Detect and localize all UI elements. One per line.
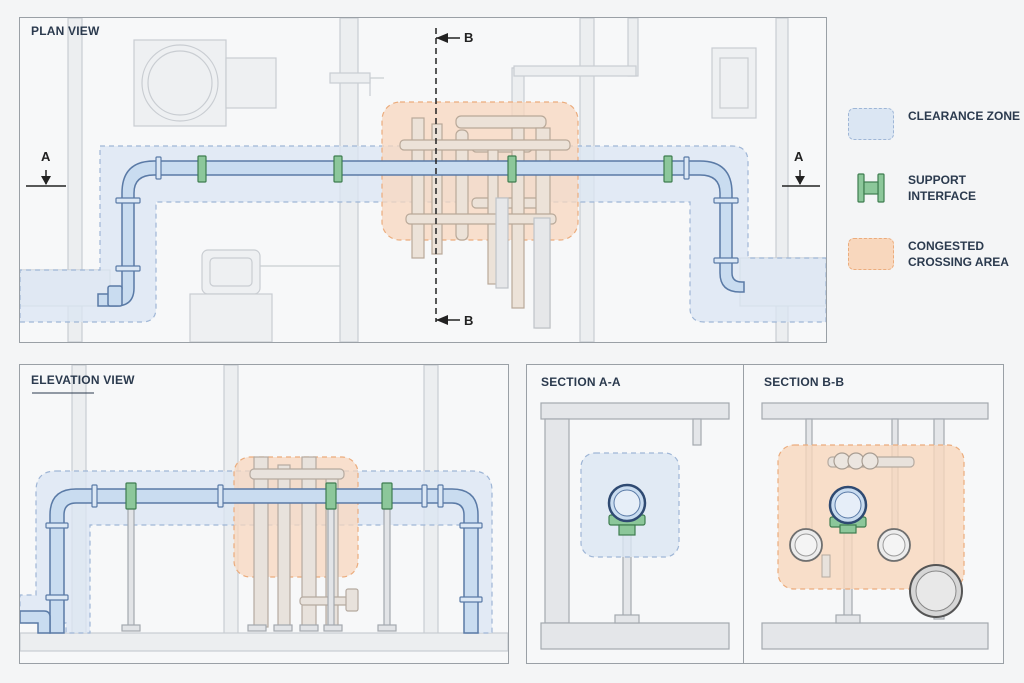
cut-arrow-a-right xyxy=(795,176,805,185)
legend-clearance-swatch xyxy=(848,108,894,140)
legend-congested-swatch xyxy=(848,238,894,270)
elevation-support-posts xyxy=(121,482,397,632)
section-b-congested-area xyxy=(777,444,965,590)
cut-arrow-b-top xyxy=(436,33,448,43)
plan-main-pipe xyxy=(97,160,745,307)
section-a-structure xyxy=(540,402,730,650)
legend-support-icon xyxy=(848,172,894,204)
elevation-view-panel: ELEVATION VIEW xyxy=(19,364,509,664)
legend-congested-label: CONGESTED CROSSING AREA xyxy=(908,239,1009,269)
elevation-clearance-zone xyxy=(20,470,493,634)
legend-support-interface: SUPPORT INTERFACE xyxy=(848,172,1024,204)
legend-congested-area: CONGESTED CROSSING AREA xyxy=(848,238,1024,270)
elevation-view-title: ELEVATION VIEW xyxy=(31,373,135,387)
plan-pipe-flanges xyxy=(115,156,739,272)
cut-label-a-left: A xyxy=(41,149,51,164)
plan-view-drawing xyxy=(20,18,826,342)
plan-view-panel: PLAN VIEW B B A A xyxy=(19,17,827,343)
section-b-b-title: SECTION B-B xyxy=(764,375,845,389)
cut-arrow-a-left xyxy=(41,176,51,185)
elevation-main-pipe xyxy=(20,488,479,634)
plan-support-interfaces xyxy=(197,155,673,183)
section-b-b-drawing xyxy=(761,402,989,650)
section-b-crossing-pipes xyxy=(789,452,963,618)
plan-clearance-zone xyxy=(20,145,826,323)
section-a-a-panel: SECTION A-A xyxy=(526,364,744,664)
section-a-a-title: SECTION A-A xyxy=(541,375,621,389)
section-b-b-panel: SECTION B-B xyxy=(743,364,1004,664)
legend-support-label: SUPPORT INTERFACE xyxy=(908,173,977,203)
plan-crossing-pipes xyxy=(399,115,571,329)
section-a-a-drawing xyxy=(540,402,730,650)
section-b-pipe xyxy=(828,485,868,534)
cut-label-b-top: B xyxy=(464,30,474,45)
section-a-pipe xyxy=(607,483,647,536)
plan-view-title: PLAN VIEW xyxy=(31,24,100,38)
legend-clearance-label: CLEARANCE ZONE xyxy=(908,109,1021,123)
elevation-pipe-flanges xyxy=(45,484,483,603)
cut-label-a-right: A xyxy=(794,149,804,164)
cut-arrow-b-bottom xyxy=(436,315,448,325)
legend-clearance-zone: CLEARANCE ZONE xyxy=(848,108,1024,140)
elevation-view-drawing xyxy=(20,365,508,652)
cut-label-b-bottom: B xyxy=(464,313,474,328)
